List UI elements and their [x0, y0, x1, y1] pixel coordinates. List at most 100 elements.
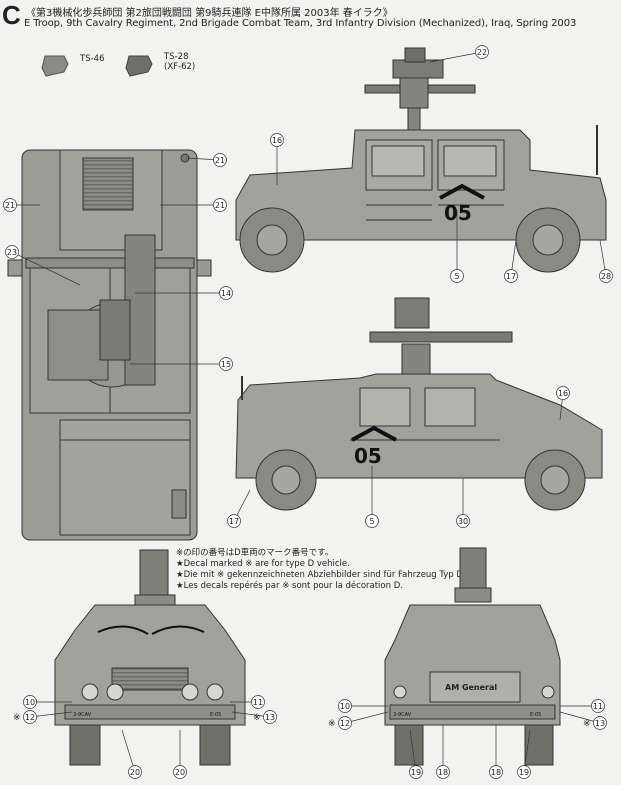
callout-circle	[5, 245, 19, 259]
callout-10-15: 10	[23, 695, 72, 709]
side-view-left	[235, 297, 603, 511]
callout-15-10: 15	[130, 357, 233, 371]
callout-circle	[23, 695, 37, 709]
callout-circle	[450, 269, 464, 283]
callout-11-16: 11	[230, 695, 265, 709]
title-english: E Troop, 9th Cavalry Regiment, 2nd Briga…	[24, 18, 577, 29]
callout-17-6: 17	[504, 239, 518, 283]
callout-number: 30	[458, 517, 468, 526]
callout-asterisk-mark: ※	[253, 713, 261, 723]
note-japanese: ※の印の番号はD車両のマーク番号です。	[176, 548, 334, 558]
callout-circle	[599, 269, 613, 283]
callout-16-1: 16	[270, 133, 284, 185]
callout-circle	[456, 514, 470, 528]
callout-number: 11	[593, 702, 603, 711]
callout-number: 20	[130, 768, 140, 777]
callout-circle	[3, 198, 17, 212]
callout-circle	[173, 765, 187, 779]
callout-number: 21	[215, 201, 225, 210]
callout-10-21: 10	[338, 699, 388, 713]
callout-circle	[475, 45, 489, 59]
callout-number: 16	[558, 389, 568, 398]
callout-14-9: 14	[135, 286, 233, 300]
note-german: ★Die mit ※ gekennzeichneten Abziehbilder…	[176, 570, 466, 580]
callout-leader-line	[559, 711, 601, 724]
callout-21-2: 21	[185, 153, 227, 167]
callout-18-27: 18	[489, 725, 503, 779]
note-english: ★Decal marked ※ are for type D vehicle.	[176, 559, 350, 569]
vehicle-number-side1: 05	[444, 201, 472, 225]
callout-circle	[436, 765, 450, 779]
callout-number: 13	[265, 713, 275, 722]
callout-number: 15	[221, 360, 231, 369]
callout-19-25: 19	[409, 729, 423, 779]
callout-number: 12	[340, 719, 350, 728]
callout-number: 19	[519, 768, 529, 777]
callout-circle	[517, 765, 531, 779]
callout-leader-line	[344, 711, 389, 724]
callout-circle	[338, 699, 352, 713]
rear-plate-marking: AM General	[445, 683, 497, 692]
front-bumper-left-marking: 3-9CAV	[73, 712, 92, 718]
callout-5-13: 5	[365, 466, 379, 528]
callout-circle	[219, 286, 233, 300]
callout-22-0: 22	[429, 45, 489, 63]
callout-23-8: 23	[5, 245, 81, 286]
callout-number: 5	[454, 272, 459, 281]
callout-circle	[219, 357, 233, 371]
rear-bumper-right-marking: E-05	[530, 712, 541, 718]
callout-circle	[213, 198, 227, 212]
callout-5-5: 5	[450, 210, 464, 283]
callout-number: 20	[175, 768, 185, 777]
callout-20-20: 20	[173, 730, 187, 779]
callout-number: 17	[506, 272, 516, 281]
callout-circle	[128, 765, 142, 779]
paint-label-ts28: TS-28 (XF-62)	[164, 52, 196, 72]
callout-number: 21	[5, 201, 15, 210]
callout-circle	[338, 716, 352, 730]
callout-16-11: 16	[556, 386, 570, 421]
rear-bumper-left-marking: 3-9CAV	[393, 712, 412, 718]
callout-number: 18	[491, 768, 501, 777]
callout-number: 12	[25, 713, 35, 722]
callout-leader-line	[523, 729, 531, 773]
callout-21-3: 21	[3, 198, 40, 212]
callout-18-26: 18	[436, 725, 450, 779]
callout-leader-line	[409, 729, 417, 773]
vehicle-number-marking-side2: 05	[351, 425, 397, 468]
callout-number: 16	[272, 136, 282, 145]
callout-circle	[263, 710, 277, 724]
callout-circle	[489, 765, 503, 779]
callout-13-18: 13 ※	[231, 710, 277, 724]
callout-number: 5	[369, 517, 374, 526]
callout-12-23: 12※	[328, 711, 389, 730]
callout-asterisk-mark: ※	[13, 713, 21, 723]
vehicle-number-side2: 05	[354, 444, 382, 468]
callout-number: 28	[601, 272, 611, 281]
callout-circle	[270, 133, 284, 147]
callout-number: 17	[229, 517, 239, 526]
callout-circle	[556, 386, 570, 400]
note-french: ★Les decals repérés par ※ sont pour la d…	[176, 581, 403, 591]
callout-circle	[251, 695, 265, 709]
callout-number: 13	[595, 719, 605, 728]
callout-circle	[227, 514, 241, 528]
callout-number: 19	[411, 768, 421, 777]
paint-label-ts46: TS-46	[80, 54, 105, 64]
paint-swatch-ts28	[124, 52, 158, 82]
callout-13-24: 13※	[559, 711, 607, 730]
callout-30-14: 30	[456, 478, 470, 528]
callout-leader-line	[11, 251, 81, 286]
callout-19-28: 19	[517, 729, 531, 779]
callout-number: 23	[7, 248, 17, 257]
callout-number: 10	[25, 698, 35, 707]
section-letter: C	[2, 0, 21, 30]
callout-12-17: 12 ※	[13, 710, 73, 724]
front-bumper-right-marking: E-05	[210, 712, 221, 718]
rear-view-humvee	[384, 547, 561, 766]
callout-circle	[591, 699, 605, 713]
vehicle-number-marking-side1: 05	[439, 183, 485, 225]
callout-leader-line	[29, 711, 73, 718]
callout-circle	[213, 153, 227, 167]
callout-number: 18	[438, 768, 448, 777]
